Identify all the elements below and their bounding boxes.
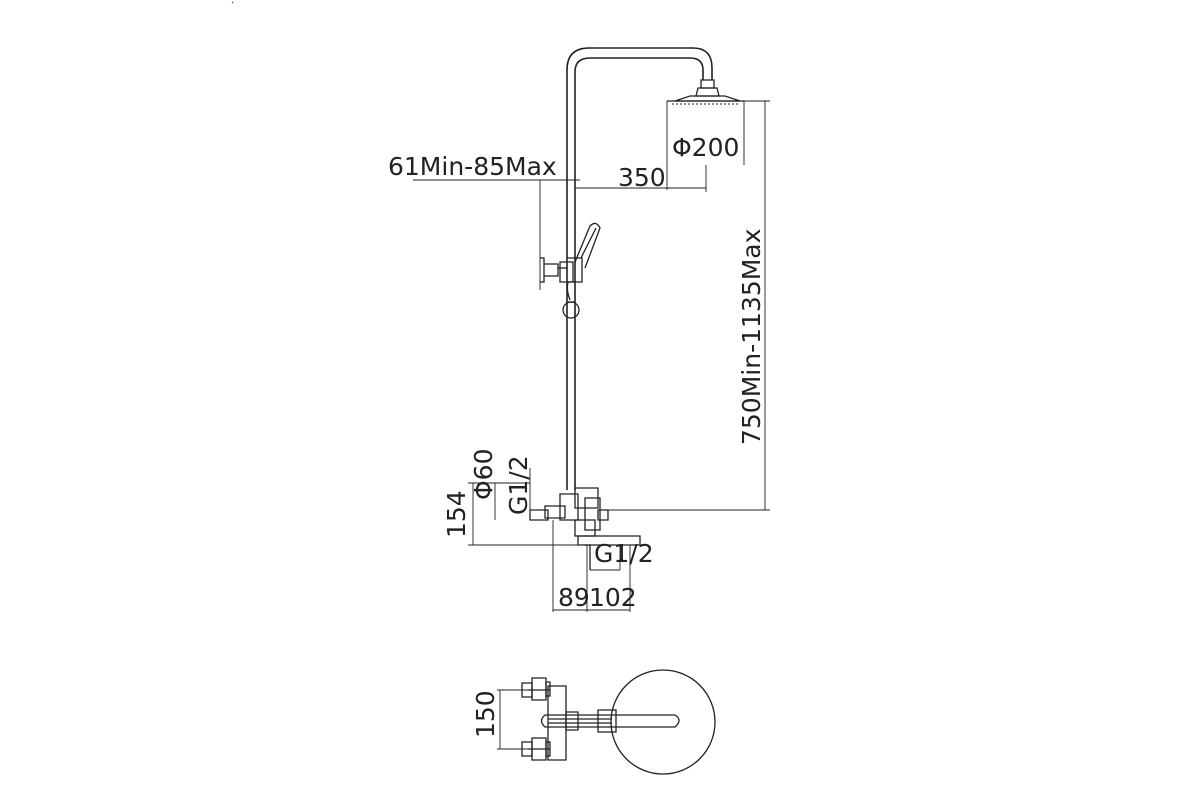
overhead-shower-head	[667, 79, 744, 105]
arm-length-label: 350	[618, 163, 666, 192]
top-view-lower-inlet	[521, 737, 551, 761]
flange-diameter-label: Φ60	[469, 449, 498, 501]
inlet-thread-bottom-label: G1/2	[594, 539, 654, 568]
valve-height-label: 154	[442, 490, 471, 538]
top-view-arm	[540, 714, 680, 728]
wall-bracket	[540, 257, 574, 283]
arm-length-dimension-line	[575, 165, 707, 192]
mixer-valve-body	[529, 487, 641, 570]
offset-left-label: 89	[558, 583, 590, 612]
inlet-thread-bottom-dimension-line	[590, 545, 621, 571]
inlet-thread-left-label: G1/2	[504, 455, 533, 515]
top-view	[497, 669, 716, 775]
riser-pipe-outer	[566, 47, 713, 490]
top-view-spacing-dimension-line	[497, 689, 528, 750]
height-range-label: 750Min-1135Max	[737, 229, 766, 445]
adjust-range-dimension-line	[413, 179, 580, 290]
top-view-upper-inlet	[521, 677, 551, 701]
height-range-dimension-line	[600, 101, 770, 511]
head-diameter-label: Φ200	[672, 133, 739, 162]
valve-height-dimension-line	[468, 482, 580, 546]
top-view-spacing-label: 150	[471, 690, 500, 738]
head-diameter-outline	[666, 101, 745, 190]
hand-shower	[562, 222, 601, 319]
corner-mark	[231, 1, 234, 4]
offset-dimension-line	[552, 520, 631, 612]
riser-pipe-inner	[574, 57, 704, 490]
top-view-head-circle	[610, 669, 716, 775]
adjust-range-label: 61Min-85Max	[388, 152, 557, 181]
side-view	[413, 47, 770, 612]
offset-right-label: 102	[589, 583, 637, 612]
